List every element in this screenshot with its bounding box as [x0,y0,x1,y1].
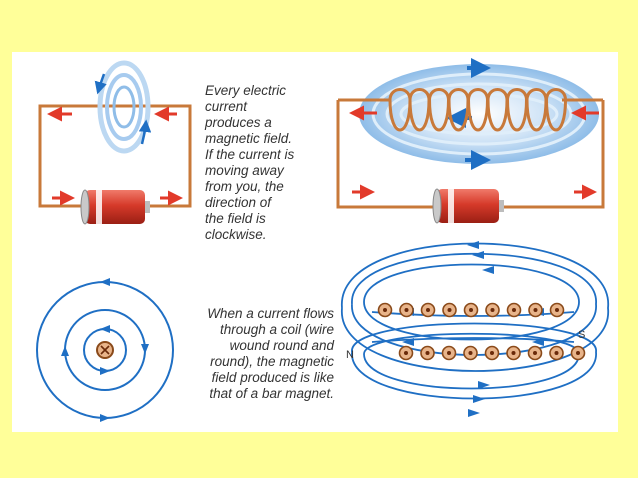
field-direction-arrow [61,346,69,356]
south-pole-label: S [578,329,586,341]
caption-line: If the current is [205,147,295,162]
caption-line: through a coil (wire [219,322,334,337]
caption-line: moving away [205,163,284,178]
caption-line: wound round and [229,338,334,353]
north-pole-label: N [346,349,354,361]
field-direction-arrow [141,344,149,354]
wire-cross-section-field [36,278,174,422]
field-swirl [94,60,152,154]
caption-line: that of a bar magnet. [209,386,334,401]
caption-coil: When a current flows through a coil (wir… [172,306,334,402]
coil-cross-section-field [341,241,609,417]
coil-wire-dot-center [555,308,559,312]
caption-line: direction of [205,195,272,210]
caption-line: When a current flows [207,306,334,321]
coil-wire-dot-center [468,351,473,355]
battery [80,189,150,225]
coil-wire-dot-center [554,351,559,355]
coil-wire-dot-center [490,308,495,312]
diagram-panel: Every electric current produces a magnet… [12,52,618,432]
field-direction-arrow [100,367,110,375]
coil-wire-dot-center [425,351,430,355]
coil-turn [545,88,568,132]
field-direction-arrow [94,73,107,95]
coil-wire-dot-center [576,351,580,355]
solenoid-coil [408,88,568,132]
caption-line: the field is [205,211,266,226]
coil-wire-row-bottom [398,345,586,361]
caption-line: magnetic field. [205,131,293,146]
coil-wire-dot-center [404,351,408,355]
coil-wire-dot-center [533,308,538,312]
caption-line: clockwise. [205,227,267,242]
solenoid-circuit [336,58,605,224]
caption-line: produces a [205,115,272,130]
field-direction-arrow [100,278,110,286]
caption-straight-wire: Every electric current produces a magnet… [205,83,294,243]
field-direction-arrow [138,119,152,145]
coil-wire-dot-center [469,308,473,312]
coil-wire-dot-center [426,308,430,312]
coil-wire-dot-center [383,308,387,312]
coil-wire-dot-center [511,351,516,355]
field-direction-arrow [100,414,110,422]
coil-wire-dot-center [490,351,494,355]
caption-line: Every electric [205,83,287,98]
battery [432,188,504,224]
caption-line: round), the magnetic [210,354,334,369]
straight-wire-circuit [38,60,192,225]
diagram-artwork [36,58,609,422]
coil-wire-dot-center [447,351,451,355]
wire-cross-section [96,341,114,359]
coil-wire-row-top [377,302,565,318]
caption-line: from you, the [205,179,284,194]
field-lines [341,242,609,400]
solenoid-field-glow [359,64,599,164]
coil-wire-dot-center [533,351,537,355]
caption-line: field produced is like [211,370,334,385]
caption-line: current [205,99,248,114]
coil-wire-dot-center [512,308,516,312]
coil-wire-dot-center [447,308,452,312]
coil-wire-dot-center [404,308,409,312]
field-direction-arrow [100,325,110,333]
